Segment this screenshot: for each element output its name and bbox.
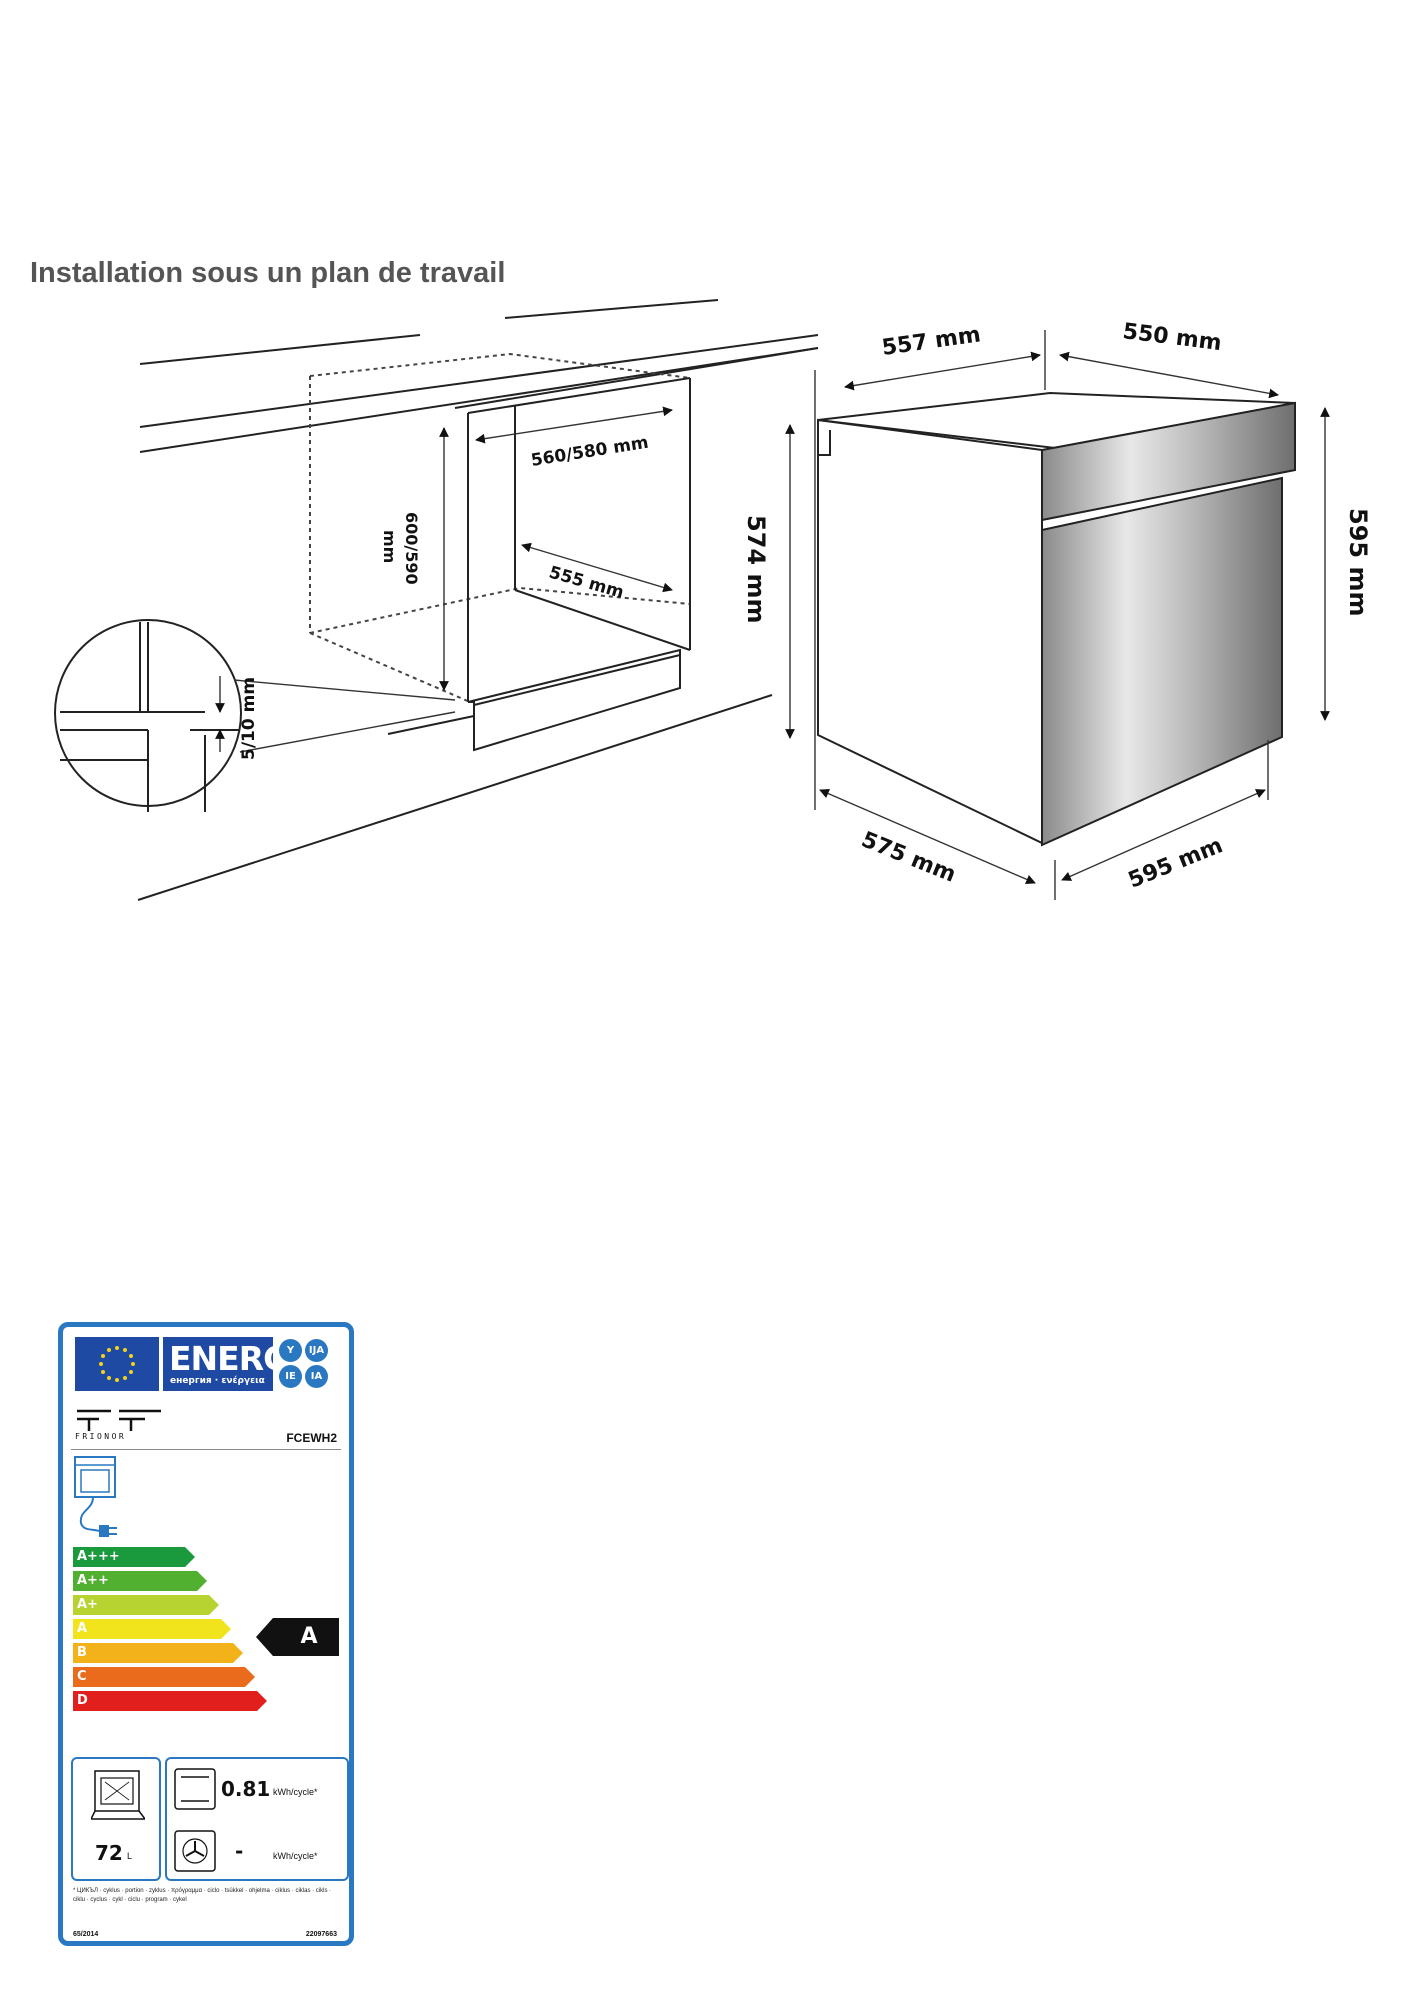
energ-word: ENERG xyxy=(169,1339,290,1378)
niche-width-label: 560/580 mm xyxy=(530,433,650,471)
eu-flag-icon xyxy=(75,1337,159,1391)
label-code: 22097663 xyxy=(305,1931,337,1938)
conventional-consumption-value: 0.81 xyxy=(221,1777,271,1801)
niche-height-unit: mm xyxy=(380,530,399,563)
energy-class-bar: A++ xyxy=(73,1571,207,1591)
detail-magnifier: 5/10 mm xyxy=(54,619,456,812)
energy-class-bar: C xyxy=(73,1667,255,1687)
niche-height-label: 600/590 xyxy=(402,512,421,585)
gap-label: 5/10 mm xyxy=(239,677,259,760)
cycle-footnote: * ЦИКЪЛ · cyklus · portion · zyklus · πρ… xyxy=(73,1888,332,1903)
energy-label: ENERG енергия · ενέργεια Y IJA IE IA FRI… xyxy=(58,1322,354,1946)
language-badge: IE xyxy=(279,1365,302,1388)
brand-logo: FRIONOR xyxy=(75,1407,165,1443)
fan-consumption-value: - xyxy=(235,1839,244,1863)
model-number: FCEWH2 xyxy=(286,1431,337,1445)
top-depth-label: 557 mm xyxy=(880,322,982,361)
energ-banner: ENERG енергия · ενέργεια xyxy=(163,1337,290,1391)
energy-class-bar: A xyxy=(73,1619,231,1639)
worktop-lines xyxy=(137,299,819,901)
oven-plug-icon xyxy=(73,1455,123,1550)
conventional-oven-icon xyxy=(173,1767,217,1816)
volume-value: 72 xyxy=(95,1841,123,1865)
language-badge: Y xyxy=(279,1339,302,1362)
front-height-label: 595 mm xyxy=(1344,508,1372,616)
divider xyxy=(71,1449,341,1450)
energy-class-bar: D xyxy=(73,1691,267,1711)
cabinet-niche xyxy=(309,352,691,752)
energy-rating-arrow: A xyxy=(256,1618,339,1656)
top-width-label: 550 mm xyxy=(1121,319,1223,356)
energy-class-bar: A+++ xyxy=(73,1547,195,1567)
energy-class-bar: A+ xyxy=(73,1595,219,1615)
fan-oven-icon xyxy=(173,1829,217,1878)
consumption-panel: 0.81 kWh/cycle* - kWh/cycle* xyxy=(165,1757,349,1881)
conventional-consumption-unit: kWh/cycle* xyxy=(273,1787,318,1797)
language-badge: IJA xyxy=(305,1339,328,1362)
energy-class-bar: B xyxy=(73,1643,243,1663)
language-badge: IA xyxy=(305,1365,328,1388)
body-depth-label: 575 mm xyxy=(858,827,960,887)
fan-consumption-unit: kWh/cycle* xyxy=(273,1851,318,1861)
front-width-label: 595 mm xyxy=(1125,833,1227,893)
oven-cavity-icon xyxy=(89,1769,147,1826)
body-height-label: 574 mm xyxy=(742,515,770,623)
energ-subtitle: енергия · ενέργεια xyxy=(170,1376,265,1386)
page-title: Installation sous un plan de travail xyxy=(30,257,506,289)
regulation-number: 65/2014 xyxy=(73,1931,99,1938)
installation-diagram: 560/580 mm 600/590 mm 555 mm 5/10 mm 557… xyxy=(54,299,1372,901)
oven-drawing xyxy=(817,391,1296,847)
niche-depth-label: 555 mm xyxy=(547,563,626,603)
volume-panel: 72 L xyxy=(71,1757,161,1881)
brand-name: FRIONOR xyxy=(75,1432,127,1441)
volume-unit: L xyxy=(127,1851,133,1861)
